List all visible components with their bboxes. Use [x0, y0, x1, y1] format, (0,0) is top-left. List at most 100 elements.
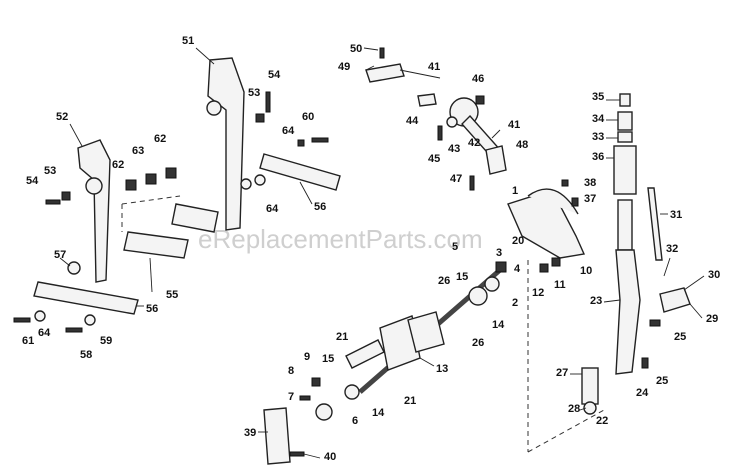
label-27: 27 [556, 367, 568, 379]
lever-23 [615, 249, 641, 375]
label-64c: 64 [38, 327, 51, 339]
hole-51 [206, 100, 222, 116]
leader-lines [59, 47, 705, 459]
arm-21 [345, 339, 385, 369]
label-38: 38 [584, 177, 596, 189]
label-32: 32 [666, 243, 678, 255]
label-21a: 21 [336, 331, 348, 343]
bolt-47 [469, 175, 475, 191]
hole-52 [85, 177, 103, 195]
bracket-13b [407, 311, 445, 353]
label-13: 13 [436, 363, 448, 375]
label-11: 11 [554, 279, 566, 291]
label-57: 57 [54, 249, 66, 261]
label-28: 28 [568, 403, 580, 415]
label-37: 37 [584, 193, 596, 205]
washer-11 [551, 257, 561, 267]
rod-31 [647, 187, 663, 261]
label-64b: 64 [266, 203, 279, 215]
bolt-25a [649, 319, 661, 327]
gear-teeth [527, 188, 579, 215]
label-33: 33 [592, 131, 604, 143]
label-7: 7 [288, 391, 294, 403]
lever-39 [263, 407, 291, 465]
collar-33 [617, 131, 633, 143]
bracket-29 [659, 287, 691, 313]
label-49: 49 [338, 61, 350, 73]
label-8: 8 [288, 365, 294, 377]
label-62b: 62 [154, 133, 166, 145]
label-56b: 56 [146, 303, 158, 315]
label-48: 48 [516, 139, 528, 151]
label-41b: 41 [508, 119, 520, 131]
label-25b: 25 [656, 375, 668, 387]
label-15b: 15 [322, 353, 334, 365]
label-39: 39 [244, 427, 256, 439]
nut-46 [475, 95, 485, 105]
cap-35 [619, 93, 631, 107]
label-40: 40 [324, 451, 336, 463]
bracket-51 [207, 57, 245, 231]
label-54b: 54 [26, 175, 39, 187]
label-22: 22 [596, 415, 608, 427]
nut-12 [539, 263, 549, 273]
label-26a: 26 [438, 275, 450, 287]
fasteners-left [13, 91, 329, 333]
washer-43 [446, 116, 458, 128]
dash-left [121, 195, 181, 232]
label-9: 9 [304, 351, 310, 363]
label-30: 30 [708, 269, 720, 281]
plate-55 [123, 231, 189, 259]
rod-41 [399, 69, 441, 79]
label-3: 3 [496, 247, 502, 259]
bolt-7 [299, 395, 311, 401]
label-10: 10 [580, 265, 592, 277]
label-4: 4 [514, 263, 521, 275]
bolt-40 [289, 451, 305, 457]
label-51: 51 [182, 35, 194, 47]
bolt-25b [641, 357, 649, 369]
block-49 [365, 63, 405, 83]
label-55: 55 [166, 289, 178, 301]
label-45: 45 [428, 153, 440, 165]
bolt-45 [437, 125, 443, 141]
label-42: 42 [468, 137, 480, 149]
label-61: 61 [22, 335, 34, 347]
label-52: 52 [56, 111, 68, 123]
plate-upper [171, 203, 219, 233]
label-20: 20 [512, 235, 524, 247]
label-47: 47 [450, 173, 462, 185]
label-23: 23 [590, 295, 602, 307]
label-25a: 25 [674, 331, 686, 343]
spring-36 [613, 145, 637, 195]
label-1: 1 [512, 185, 518, 197]
bracket-52 [77, 139, 111, 283]
bushing-3 [468, 286, 488, 306]
label-50: 50 [350, 43, 362, 55]
label-62a: 62 [112, 159, 124, 171]
label-60: 60 [302, 111, 314, 123]
pivot-22 [583, 401, 597, 415]
collar-2 [484, 276, 500, 292]
label-56a: 56 [314, 201, 326, 213]
label-2: 2 [512, 297, 518, 309]
label-29: 29 [706, 313, 718, 325]
label-12: 12 [532, 287, 544, 299]
spring-34 [617, 111, 633, 131]
label-24: 24 [636, 387, 649, 399]
pin-50 [379, 47, 385, 59]
label-34: 34 [592, 113, 605, 125]
strap-56-lower [33, 281, 139, 315]
label-15a: 15 [456, 271, 468, 283]
label-6: 6 [352, 415, 358, 427]
nut-4 [495, 261, 507, 273]
label-44: 44 [406, 115, 419, 127]
nut-8 [311, 377, 321, 387]
label-53a: 53 [248, 87, 260, 99]
label-43: 43 [448, 143, 460, 155]
label-58: 58 [80, 349, 92, 361]
label-14b: 14 [372, 407, 385, 419]
rod-upper [617, 199, 633, 251]
label-35: 35 [592, 91, 604, 103]
